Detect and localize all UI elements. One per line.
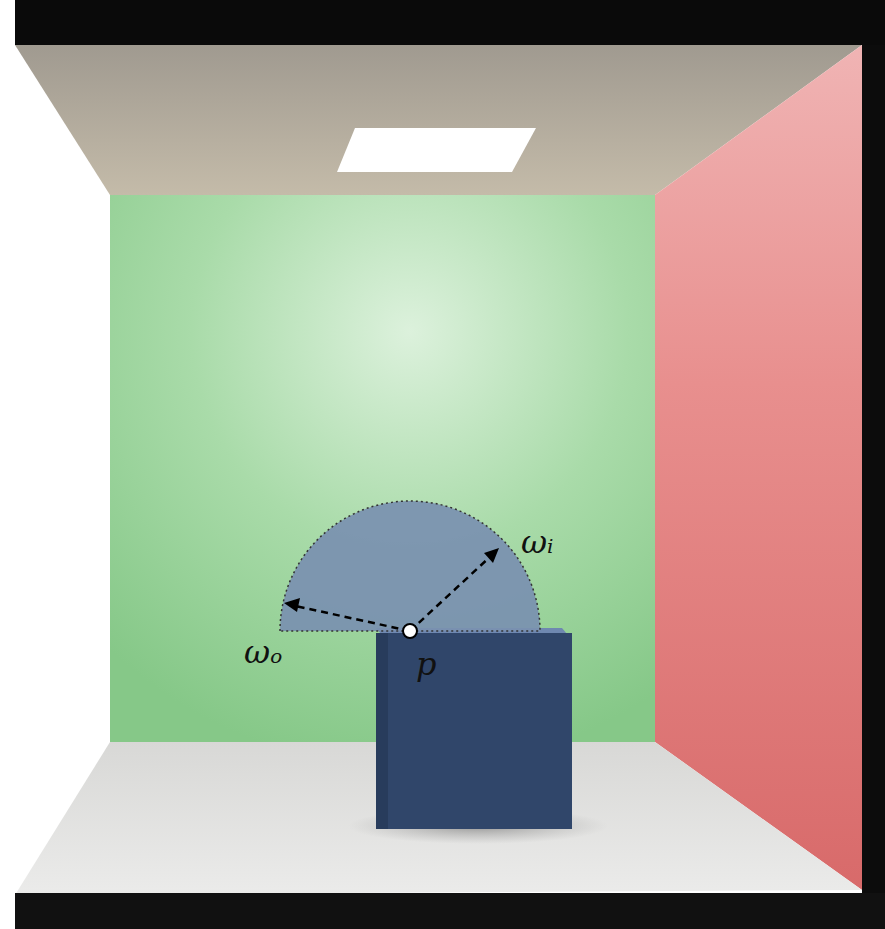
outgoing-direction-label: ωₒ — [244, 636, 282, 668]
incoming-direction-label: ωᵢ — [521, 526, 554, 558]
point-label: p — [416, 648, 436, 680]
